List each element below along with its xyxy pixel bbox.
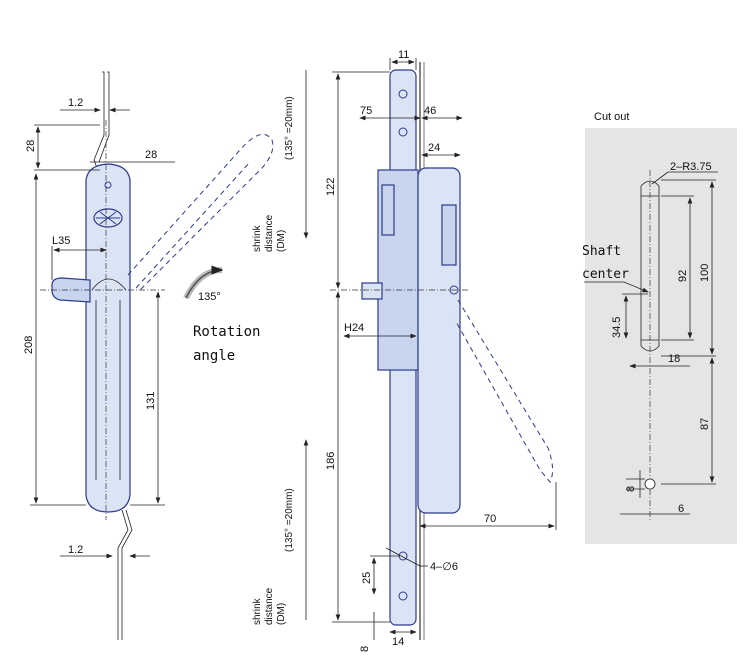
dim-h24: H24	[344, 322, 364, 334]
dim-186: 186	[325, 452, 337, 470]
dim-top-width: 1.2	[68, 97, 83, 109]
cutout-panel: Cut out 2–R3.75 Shaft center 92 100 34.5…	[582, 111, 737, 544]
cutout-dim-8: 8	[625, 486, 637, 492]
dim-lever: L35	[52, 235, 70, 247]
handle-body	[85, 163, 131, 513]
dim-24: 24	[428, 142, 440, 154]
dim-top-height: 28	[25, 140, 37, 152]
dim-75: 75	[360, 105, 372, 117]
cutout-dim-18: 18	[668, 353, 680, 365]
front-view: 1.2 28 28 L35 208 131 1.2 135° Rotation …	[23, 71, 274, 640]
cutout-hole	[644, 478, 656, 490]
cutout-background	[585, 128, 737, 544]
dim-14: 14	[392, 636, 404, 648]
rotation-label-2: angle	[193, 348, 235, 364]
dim-top-11: 11	[398, 49, 409, 61]
shrink-bottom-1: (135° =20mm)	[284, 488, 295, 552]
shrink-bottom-3: distance	[264, 587, 275, 625]
cutout-dim-92: 92	[677, 270, 689, 282]
cutout-dim-6: 6	[678, 503, 684, 515]
shrink-bottom-4: (DM)	[276, 603, 287, 625]
dim-bottom-width: 1.2	[68, 544, 83, 556]
dim-total: 208	[23, 336, 35, 354]
dim-46: 46	[424, 105, 436, 117]
dim-25: 25	[361, 572, 373, 584]
cutout-title: Cut out	[594, 111, 629, 123]
shrink-bottom-2: shrink	[252, 597, 263, 625]
side-view: (135° =20mm) shrink distance (DM) (135° …	[252, 49, 557, 652]
shrink-top-1: (135° =20mm)	[284, 96, 295, 160]
rotated-handle-outline	[127, 133, 274, 291]
side-rotated-handle	[454, 299, 554, 483]
angle-label: 135°	[198, 291, 221, 303]
cutout-radius: 2–R3.75	[670, 161, 712, 173]
rotation-label-1: Rotation	[193, 324, 260, 340]
dim-offset: 28	[145, 149, 157, 161]
cutout-dim-34-5: 34.5	[611, 317, 623, 338]
dim-lower: 131	[145, 392, 157, 410]
cutout-dim-100: 100	[699, 264, 711, 282]
shrink-top-2: shrink	[252, 224, 263, 252]
dim-122: 122	[325, 178, 337, 196]
brand-logo	[93, 208, 123, 228]
shrink-top-3: distance	[264, 214, 275, 252]
dim-70: 70	[484, 513, 496, 525]
shrink-top-4: (DM)	[276, 230, 287, 252]
dim-holes: 4–∅6	[430, 561, 458, 573]
shaft-label-2: center	[582, 267, 629, 282]
cutout-dim-87: 87	[699, 418, 711, 430]
dim-8: 8	[359, 646, 371, 652]
shaft-label-1: Shaft	[582, 244, 621, 259]
